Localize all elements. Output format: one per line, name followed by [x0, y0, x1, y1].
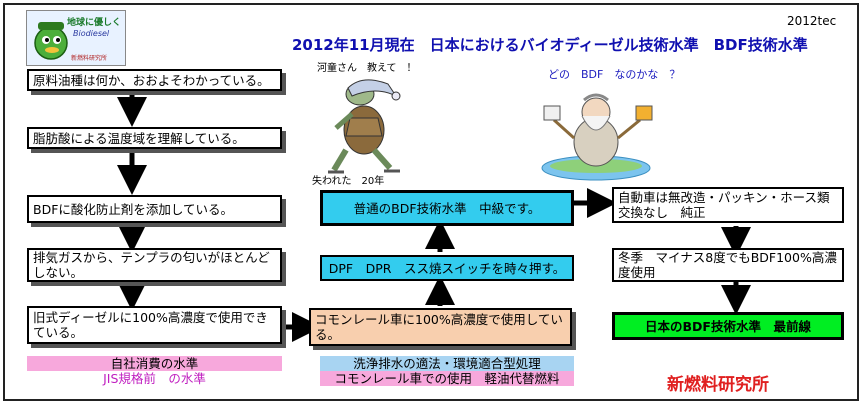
middle-step-middle: DPF DPR スス焼スイッチを時々押す。 — [320, 255, 574, 281]
legend-left: 自社消費の水準 JIS規格前 の水準 — [27, 356, 282, 386]
logo-line2: Biodiesel — [73, 29, 110, 38]
left-step-2: 脂肪酸による温度域を理解している。 — [27, 127, 282, 149]
right-step-middle: 冬季 マイナス8度でもBDF100%高濃度使用 — [612, 248, 844, 282]
right-step-bottom: 日本のBDF技術水準 最前線 — [612, 312, 844, 340]
legend-left-line2: JIS規格前 の水準 — [103, 371, 206, 386]
middle-step-bottom: コモンレール車に100%高濃度で使用している。 — [309, 308, 572, 346]
legend-left-line1: 自社消費の水準 — [27, 356, 282, 371]
logo-line3: 新燃料研究所 — [71, 55, 108, 62]
right-step-top: 自動車は無改造・パッキン・ホース類交換なし 純正 — [612, 187, 844, 223]
turtle-caption: 失われた 20年 — [312, 176, 385, 187]
header-tag: 2012tec — [787, 14, 837, 28]
legend-middle: 洗浄排水の適法・環境適合型処理 コモンレール車での使用 軽油代替燃料 — [320, 356, 574, 386]
left-step-1: 原料油種は何か、おおよそわかっている。 — [27, 69, 282, 91]
biodiesel-logo: 地球に優しく Biodiesel 新燃料研究所 — [26, 10, 126, 66]
kappa-mascot-icon — [34, 22, 68, 60]
sage-speech: どの BDF なのかな ？ — [548, 68, 681, 81]
left-step-3: BDFに酸化防止剤を添加している。 — [27, 195, 282, 223]
left-step-4: 排気ガスから、テンプラの匂いがほとんどしない。 — [27, 248, 282, 282]
turtle-runner-icon — [328, 79, 401, 174]
logo-line1: 地球に優しく — [67, 18, 122, 28]
kappa-sage-icon — [541, 93, 653, 181]
page-title: 2012年11月現在 日本におけるバイオディーゼル技術水準 BDF技術水準 — [292, 36, 808, 54]
left-step-5: 旧式ディーゼルに100%高濃度で使用できている。 — [27, 306, 282, 344]
legend-middle-line1: 洗浄排水の適法・環境適合型処理 — [320, 356, 574, 371]
middle-step-top: 普通のBDF技術水準 中級です。 — [320, 190, 574, 226]
turtle-speech: 河童さん 教えて ！ — [317, 63, 417, 74]
brand-name: 新燃料研究所 — [667, 375, 769, 395]
legend-middle-line2: コモンレール車での使用 軽油代替燃料 — [320, 371, 574, 386]
